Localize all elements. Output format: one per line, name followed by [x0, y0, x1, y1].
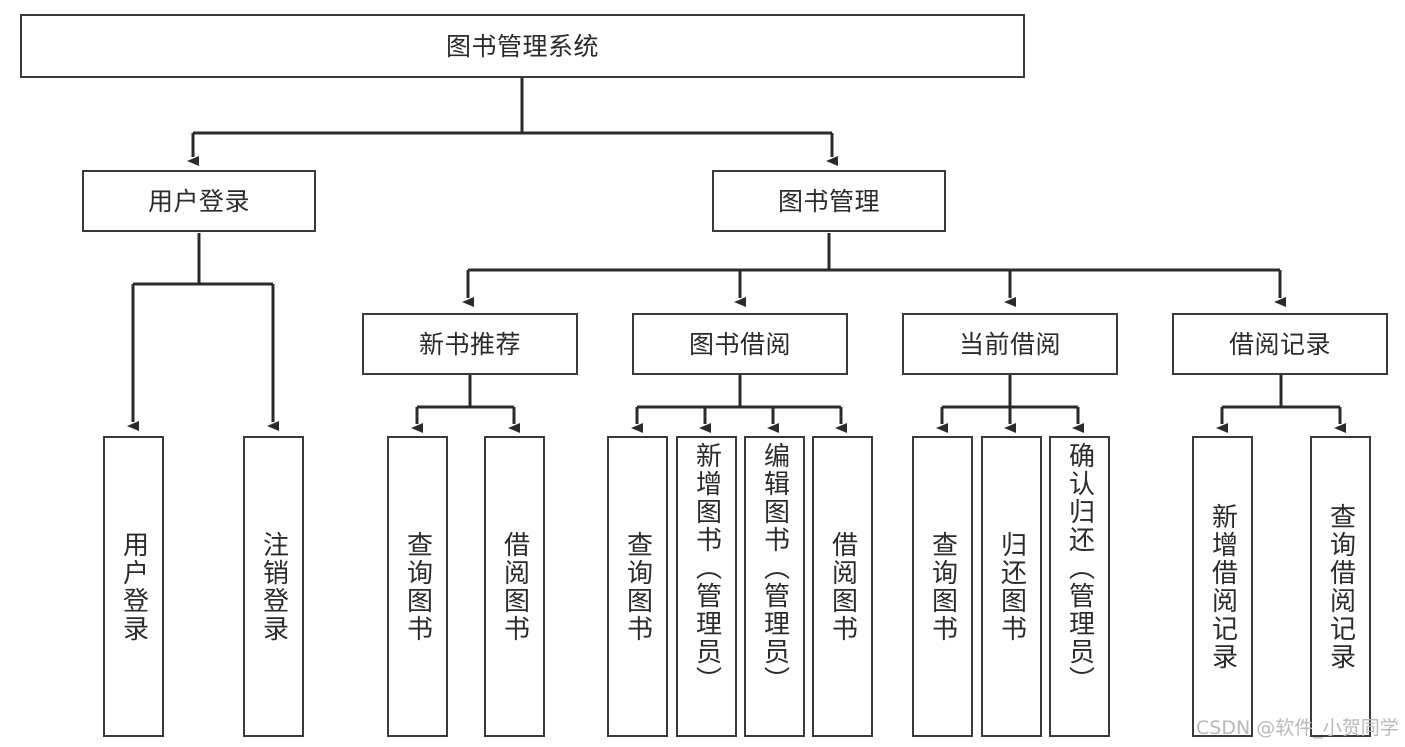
- node-label: 当前借阅: [958, 329, 1061, 359]
- leaf-edit-book-admin[interactable]: 编辑图书（管理员）: [744, 436, 805, 737]
- node-label: 用户登录: [147, 186, 250, 216]
- node-label: 图书管理系统: [445, 31, 599, 61]
- node-label: 查询借阅记录: [1325, 502, 1356, 671]
- node-label: 查询图书: [927, 530, 958, 643]
- node-root-book-management-system[interactable]: 图书管理系统: [20, 14, 1025, 78]
- node-label: 用户登录: [118, 530, 149, 643]
- node-label: 查询图书: [402, 530, 433, 643]
- node-label: 图书借阅: [688, 329, 791, 359]
- leaf-add-book-admin[interactable]: 新增图书（管理员）: [676, 436, 737, 737]
- node-borrow-record[interactable]: 借阅记录: [1172, 313, 1388, 375]
- node-user-login[interactable]: 用户登录: [82, 170, 316, 232]
- node-label: 新增图书（管理员）: [691, 442, 722, 694]
- node-new-book-recommend[interactable]: 新书推荐: [362, 313, 578, 375]
- node-label: 图书管理: [777, 186, 880, 216]
- node-label: 借阅图书: [827, 530, 858, 643]
- node-label: 查询图书: [622, 530, 653, 643]
- leaf-borrow-book[interactable]: 借阅图书: [812, 436, 873, 737]
- leaf-user-login[interactable]: 用户登录: [103, 436, 164, 737]
- node-label: 确认归还（管理员）: [1064, 442, 1095, 694]
- node-book-borrow[interactable]: 图书借阅: [632, 313, 848, 375]
- node-label: 借阅图书: [499, 530, 530, 643]
- leaf-query-book-borrow[interactable]: 查询图书: [607, 436, 668, 737]
- node-label: 归还图书: [996, 530, 1027, 643]
- leaf-query-borrow-record[interactable]: 查询借阅记录: [1310, 436, 1371, 737]
- node-label: 注销登录: [258, 530, 289, 643]
- node-label: 新增借阅记录: [1207, 502, 1238, 671]
- node-label: 编辑图书（管理员）: [759, 442, 790, 694]
- node-current-borrow[interactable]: 当前借阅: [902, 313, 1118, 375]
- leaf-query-book-current[interactable]: 查询图书: [912, 436, 973, 737]
- leaf-confirm-return-admin[interactable]: 确认归还（管理员）: [1049, 436, 1110, 737]
- leaf-borrow-book-recommend[interactable]: 借阅图书: [484, 436, 545, 737]
- csdn-watermark: CSDN @软件_小贺同学: [1196, 717, 1399, 739]
- leaf-logout-login[interactable]: 注销登录: [243, 436, 304, 737]
- leaf-add-borrow-record[interactable]: 新增借阅记录: [1192, 436, 1253, 737]
- leaf-return-book[interactable]: 归还图书: [981, 436, 1042, 737]
- node-label: 借阅记录: [1228, 329, 1331, 359]
- node-label: 新书推荐: [418, 329, 521, 359]
- node-book-management[interactable]: 图书管理: [712, 170, 946, 232]
- leaf-query-book-recommend[interactable]: 查询图书: [387, 436, 448, 737]
